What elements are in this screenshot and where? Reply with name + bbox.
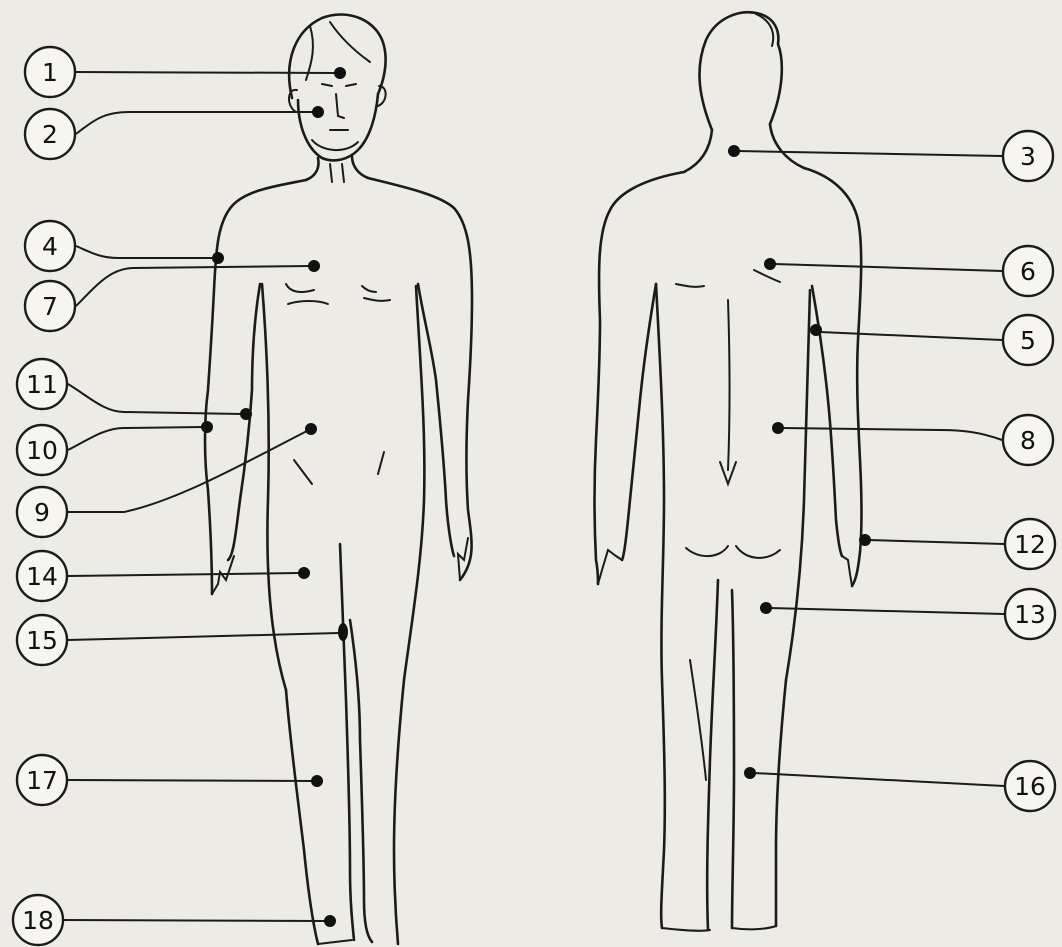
marker-number-5: 5 — [1020, 326, 1036, 355]
leader-line-10 — [68, 427, 203, 450]
leader-line-5 — [820, 332, 1002, 340]
leader-line-6 — [774, 264, 1002, 271]
marker-dot-17 — [311, 775, 323, 787]
marker-dot-10 — [201, 421, 213, 433]
marker-number-9: 9 — [34, 498, 50, 527]
leader-line-7 — [76, 266, 310, 306]
marker-7: 7 — [25, 260, 320, 331]
marker-dot-9 — [305, 423, 317, 435]
marker-number-2: 2 — [42, 120, 58, 149]
marker-5: 5 — [810, 315, 1053, 365]
marker-dot-5 — [810, 324, 822, 336]
marker-8: 8 — [772, 415, 1053, 465]
leader-line-8 — [782, 428, 1002, 440]
marker-14: 14 — [17, 551, 310, 601]
marker-dot-16 — [744, 767, 756, 779]
marker-number-14: 14 — [26, 562, 58, 591]
leader-line-15 — [68, 633, 339, 640]
marker-15: 15 — [17, 615, 348, 665]
leader-line-16 — [754, 773, 1004, 786]
marker-12: 12 — [859, 519, 1055, 569]
marker-number-1: 1 — [42, 58, 58, 87]
marker-18: 18 — [13, 895, 336, 945]
marker-dot-7 — [308, 260, 320, 272]
leader-line-14 — [68, 573, 300, 576]
marker-dot-11 — [240, 408, 252, 420]
marker-number-8: 8 — [1020, 426, 1036, 455]
marker-number-17: 17 — [26, 766, 58, 795]
marker-number-11: 11 — [26, 370, 58, 399]
leader-line-9 — [68, 431, 307, 512]
marker-dot-13 — [760, 602, 772, 614]
marker-number-12: 12 — [1014, 530, 1046, 559]
marker-3: 3 — [728, 131, 1053, 181]
leader-line-3 — [738, 151, 1002, 156]
marker-number-18: 18 — [22, 906, 54, 935]
marker-number-4: 4 — [42, 232, 58, 261]
marker-number-7: 7 — [42, 292, 58, 321]
leader-line-17 — [68, 780, 313, 781]
leader-line-4 — [76, 246, 214, 258]
leader-line-2 — [76, 112, 314, 134]
leader-line-18 — [64, 920, 326, 921]
marker-16: 16 — [744, 761, 1055, 811]
marker-dot-12 — [859, 534, 871, 546]
marker-dot-1 — [334, 67, 346, 79]
marker-dot-2 — [312, 106, 324, 118]
marker-4: 4 — [25, 221, 224, 271]
marker-10: 10 — [17, 421, 213, 475]
leader-line-11 — [68, 384, 242, 414]
marker-dot-8 — [772, 422, 784, 434]
marker-dot-3 — [728, 145, 740, 157]
back-body-figure — [595, 12, 862, 931]
marker-dot-14 — [298, 567, 310, 579]
front-body-figure — [205, 14, 472, 944]
marker-number-16: 16 — [1014, 772, 1046, 801]
marker-6: 6 — [764, 246, 1053, 296]
marker-number-10: 10 — [26, 436, 58, 465]
marker-dot-6 — [764, 258, 776, 270]
marker-dot-4 — [212, 252, 224, 264]
marker-dot-15 — [338, 623, 348, 641]
marker-number-13: 13 — [1014, 600, 1046, 629]
marker-13: 13 — [760, 589, 1055, 639]
marker-17: 17 — [17, 755, 323, 805]
leader-line-13 — [770, 608, 1004, 614]
marker-2: 2 — [25, 106, 324, 159]
marker-number-3: 3 — [1020, 142, 1036, 171]
leader-line-12 — [869, 540, 1004, 544]
leader-line-1 — [76, 72, 336, 73]
marker-number-15: 15 — [26, 626, 58, 655]
marker-number-6: 6 — [1020, 257, 1036, 286]
marker-11: 11 — [17, 359, 252, 420]
marker-dot-18 — [324, 915, 336, 927]
